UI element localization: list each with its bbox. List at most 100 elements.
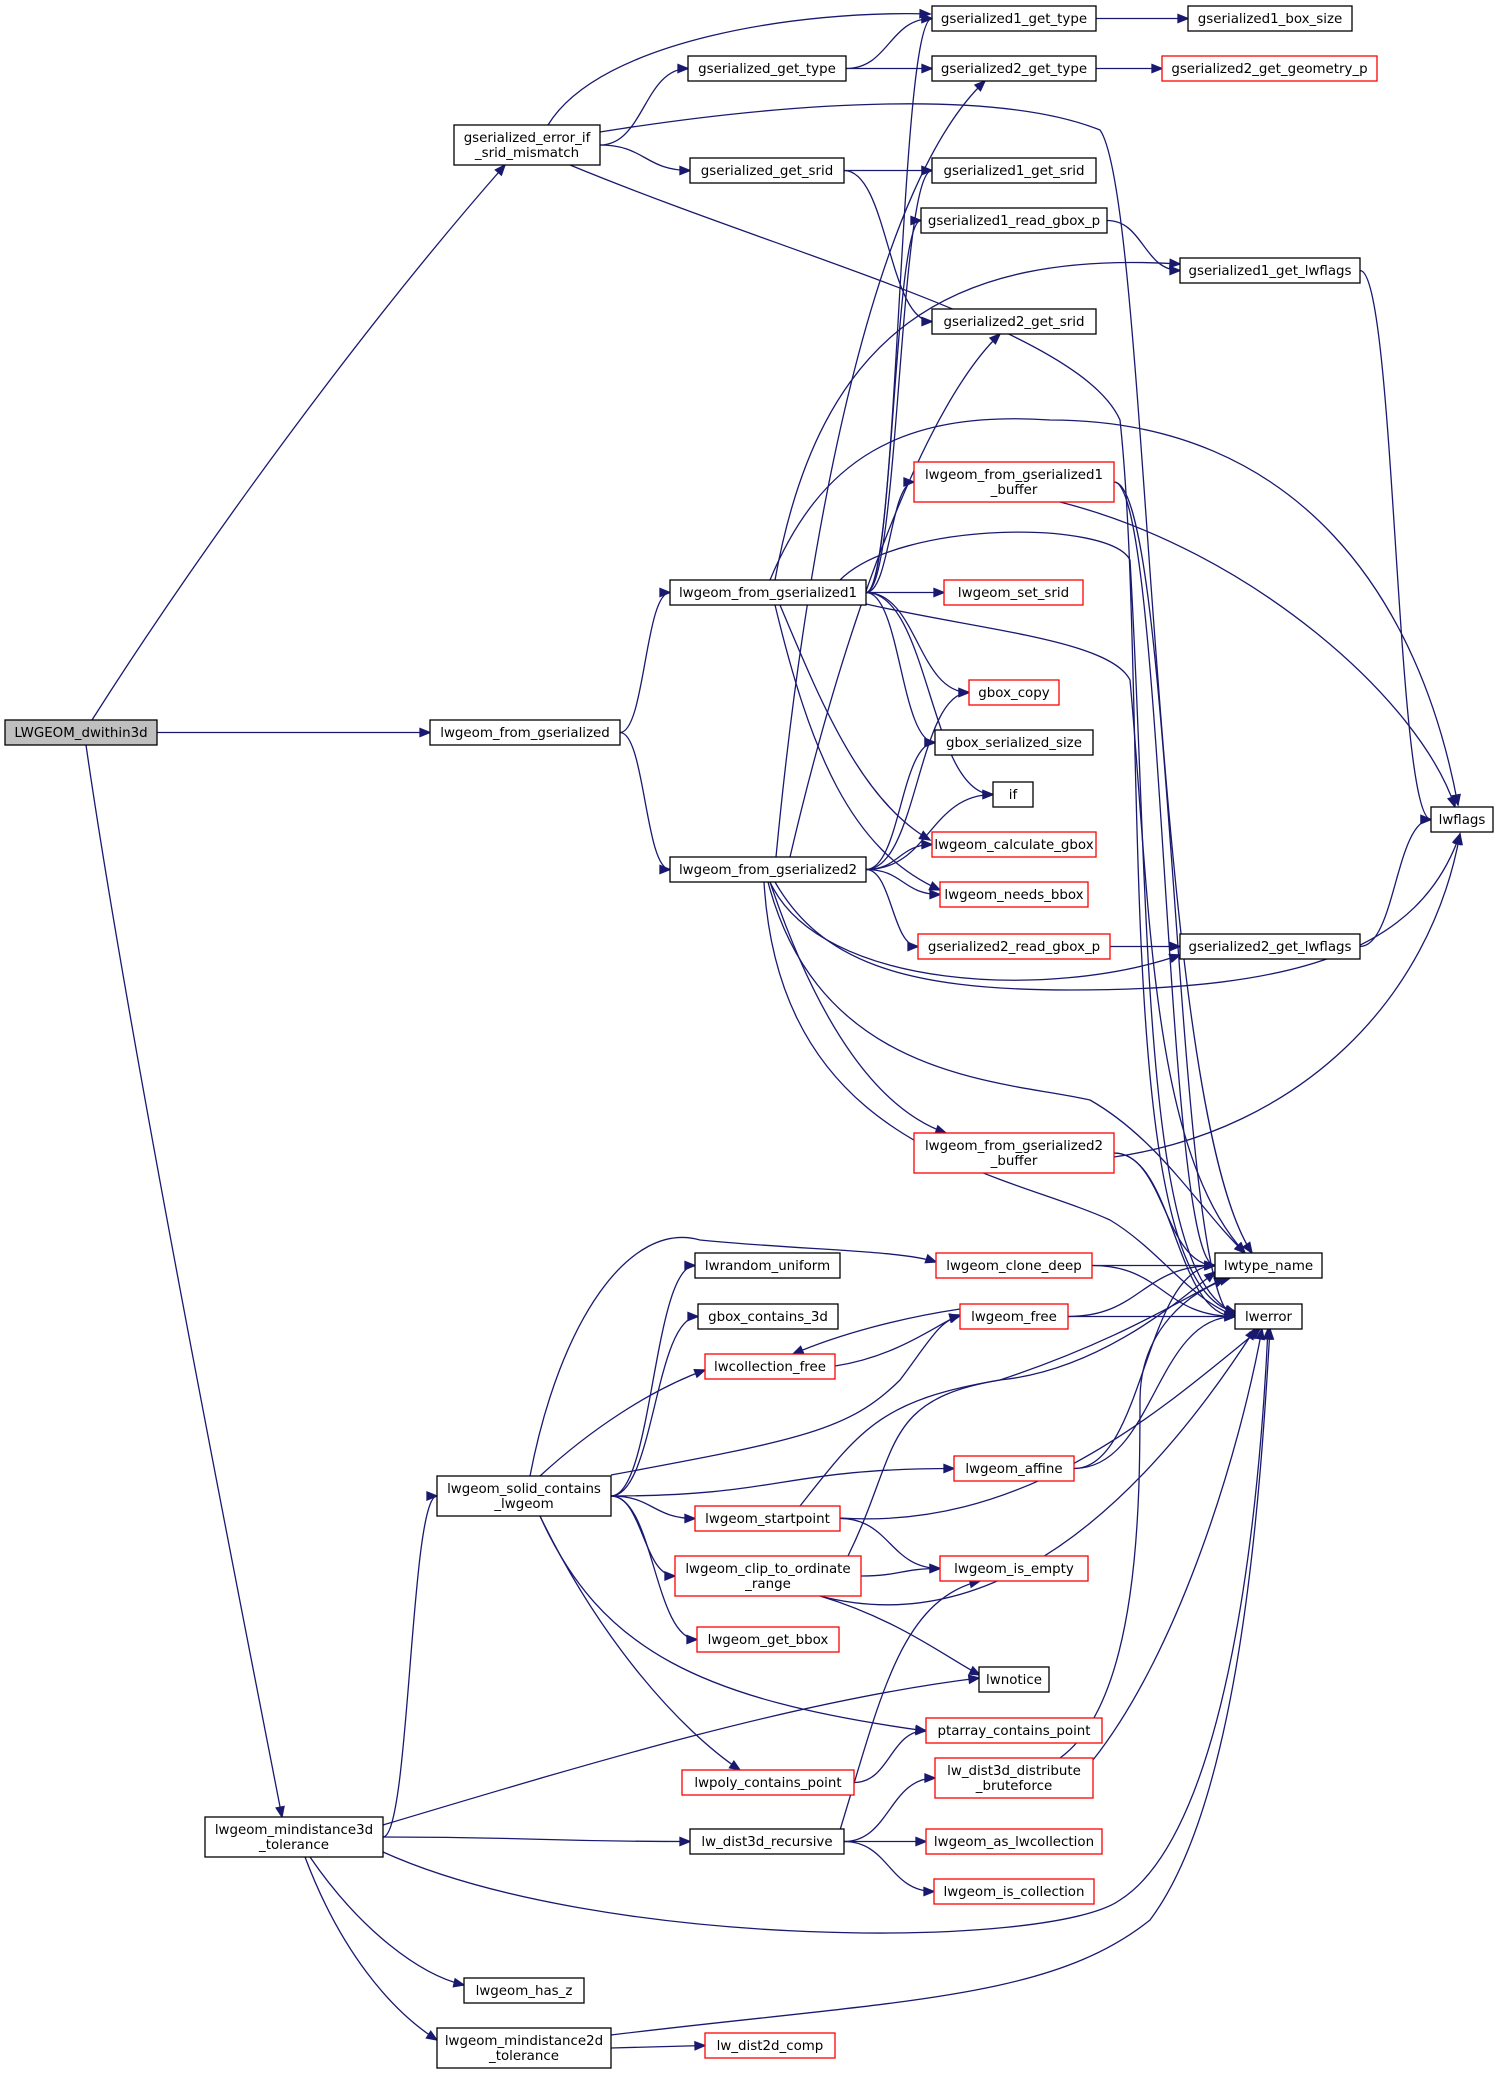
node-box[interactable] xyxy=(925,1717,1103,1744)
node-box[interactable] xyxy=(669,856,867,883)
node-gserialized2-get-srid[interactable]: gserialized2_get_srid xyxy=(931,308,1097,335)
node-lwpoly-contains-point[interactable]: lwpoly_contains_point xyxy=(681,1769,855,1796)
node-box[interactable] xyxy=(463,1977,585,2004)
node-lwgeom-has-z[interactable]: lwgeom_has_z xyxy=(463,1977,585,2004)
node-gserialized1-get-lwflags[interactable]: gserialized1_get_lwflags xyxy=(1179,257,1361,284)
node-lwgeom-from-gserialized1-buffer[interactable]: lwgeom_from_gserialized1_buffer xyxy=(913,461,1115,503)
node-lwgeom-mindistance2d-tolerance[interactable]: lwgeom_mindistance2d_tolerance xyxy=(436,2027,612,2069)
node-lwgeom-startpoint[interactable]: lwgeom_startpoint xyxy=(694,1505,841,1532)
node-box[interactable] xyxy=(925,1828,1103,1855)
node-gserialized2-get-geometry-p[interactable]: gserialized2_get_geometry_p xyxy=(1161,55,1378,82)
node-gserialized1-get-type[interactable]: gserialized1_get_type xyxy=(931,5,1097,32)
node-lwgeom-affine[interactable]: lwgeom_affine xyxy=(953,1455,1075,1482)
node-box[interactable] xyxy=(939,881,1089,908)
node-box[interactable] xyxy=(436,1475,612,1517)
node-box[interactable] xyxy=(920,207,1108,234)
node-gserialized2-read-gbox-p[interactable]: gserialized2_read_gbox_p xyxy=(917,933,1111,960)
node-lwerror[interactable]: lwerror xyxy=(1234,1303,1303,1330)
node-box[interactable] xyxy=(917,933,1111,960)
node-lwcollection-free[interactable]: lwcollection_free xyxy=(704,1353,836,1380)
node-lw-dist3d-distribute-bruteforce[interactable]: lw_dist3d_distribute_bruteforce xyxy=(934,1757,1094,1799)
node-box[interactable] xyxy=(669,579,867,606)
node-box[interactable] xyxy=(953,1455,1075,1482)
node-box[interactable] xyxy=(4,719,158,746)
node-box[interactable] xyxy=(959,1303,1069,1330)
node-box[interactable] xyxy=(696,1626,840,1653)
node-lwgeom-from-gserialized1[interactable]: lwgeom_from_gserialized1 xyxy=(669,579,867,606)
node-lwflags[interactable]: lwflags xyxy=(1430,806,1494,833)
node-box[interactable] xyxy=(934,729,1094,756)
node-box[interactable] xyxy=(992,781,1034,808)
node-box[interactable] xyxy=(1161,55,1378,82)
node-gserialized1-box-size[interactable]: gserialized1_box_size xyxy=(1187,5,1353,32)
node-box[interactable] xyxy=(681,1769,855,1796)
node-lwgeom-set-srid[interactable]: lwgeom_set_srid xyxy=(943,579,1084,606)
node-ptarray-contains-point[interactable]: ptarray_contains_point xyxy=(925,1717,1103,1744)
node-box[interactable] xyxy=(704,2032,836,2059)
node-box[interactable] xyxy=(935,1252,1093,1279)
node-box[interactable] xyxy=(931,308,1097,335)
node-box[interactable] xyxy=(1179,933,1361,960)
node-lwgeom-clone-deep[interactable]: lwgeom_clone_deep xyxy=(935,1252,1093,1279)
node-gserialized-get-srid[interactable]: gserialized_get_srid xyxy=(689,157,845,184)
node-box[interactable] xyxy=(939,1555,1089,1582)
node-box[interactable] xyxy=(978,1666,1050,1693)
node-box[interactable] xyxy=(943,579,1084,606)
node-box[interactable] xyxy=(204,1816,384,1858)
node-lwgeom-calculate-gbox[interactable]: lwgeom_calculate_gbox xyxy=(931,831,1097,858)
node-box[interactable] xyxy=(704,1353,836,1380)
node-gbox-copy[interactable]: gbox_copy xyxy=(968,679,1060,706)
node-if[interactable]: if xyxy=(992,781,1034,808)
node-box[interactable] xyxy=(968,679,1060,706)
node-lwgeom-is-empty[interactable]: lwgeom_is_empty xyxy=(939,1555,1089,1582)
node-box[interactable] xyxy=(931,5,1097,32)
node-box[interactable] xyxy=(1234,1303,1303,1330)
node-lwgeom-solid-contains-lwgeom[interactable]: lwgeom_solid_contains_lwgeom xyxy=(436,1475,612,1517)
node-gbox-serialized-size[interactable]: gbox_serialized_size xyxy=(934,729,1094,756)
node-box[interactable] xyxy=(931,831,1097,858)
node-gserialized1-get-srid[interactable]: gserialized1_get_srid xyxy=(931,157,1097,184)
node-box[interactable] xyxy=(689,157,845,184)
node-lwgeom-from-gserialized2-buffer[interactable]: lwgeom_from_gserialized2_buffer xyxy=(913,1132,1115,1174)
node-lwgeom-get-bbox[interactable]: lwgeom_get_bbox xyxy=(696,1626,840,1653)
node-lwnotice[interactable]: lwnotice xyxy=(978,1666,1050,1693)
node-lw-dist3d-recursive[interactable]: lw_dist3d_recursive xyxy=(689,1828,845,1855)
node-gbox-contains-3d[interactable]: gbox_contains_3d xyxy=(697,1303,839,1330)
node-box[interactable] xyxy=(689,1828,845,1855)
node-box[interactable] xyxy=(931,157,1097,184)
node-gserialized-get-type[interactable]: gserialized_get_type xyxy=(687,55,847,82)
node-box[interactable] xyxy=(1214,1252,1323,1279)
node-lw-dist2d-comp[interactable]: lw_dist2d_comp xyxy=(704,2032,836,2059)
node-gserialized2-get-type[interactable]: gserialized2_get_type xyxy=(931,55,1097,82)
node-box[interactable] xyxy=(429,719,621,746)
node-box[interactable] xyxy=(1430,806,1494,833)
node-box[interactable] xyxy=(913,461,1115,503)
node-lwgeom-dwithin3d[interactable]: LWGEOM_dwithin3d xyxy=(4,719,158,746)
node-box[interactable] xyxy=(913,1132,1115,1174)
node-lwgeom-from-gserialized2[interactable]: lwgeom_from_gserialized2 xyxy=(669,856,867,883)
node-box[interactable] xyxy=(694,1252,841,1279)
node-box[interactable] xyxy=(934,1757,1094,1799)
node-lwgeom-mindistance3d-tolerance[interactable]: lwgeom_mindistance3d_tolerance xyxy=(204,1816,384,1858)
node-box[interactable] xyxy=(697,1303,839,1330)
node-lwgeom-free[interactable]: lwgeom_free xyxy=(959,1303,1069,1330)
node-box[interactable] xyxy=(1179,257,1361,284)
node-box[interactable] xyxy=(436,2027,612,2069)
node-box[interactable] xyxy=(694,1505,841,1532)
node-gserialized-error-if-srid-mismatch[interactable]: gserialized_error_if_srid_mismatch xyxy=(453,124,601,166)
node-lwrandom-uniform[interactable]: lwrandom_uniform xyxy=(694,1252,841,1279)
node-box[interactable] xyxy=(687,55,847,82)
node-lwgeom-clip-to-ordinate-range[interactable]: lwgeom_clip_to_ordinate_range xyxy=(674,1555,862,1597)
node-box[interactable] xyxy=(933,1878,1095,1905)
node-lwgeom-needs-bbox[interactable]: lwgeom_needs_bbox xyxy=(939,881,1089,908)
node-gserialized1-read-gbox-p[interactable]: gserialized1_read_gbox_p xyxy=(920,207,1108,234)
node-box[interactable] xyxy=(931,55,1097,82)
node-lwgeom-is-collection[interactable]: lwgeom_is_collection xyxy=(933,1878,1095,1905)
node-lwtype-name[interactable]: lwtype_name xyxy=(1214,1252,1323,1279)
node-gserialized2-get-lwflags[interactable]: gserialized2_get_lwflags xyxy=(1179,933,1361,960)
node-box[interactable] xyxy=(674,1555,862,1597)
node-box[interactable] xyxy=(1187,5,1353,32)
node-box[interactable] xyxy=(453,124,601,166)
node-lwgeom-as-lwcollection[interactable]: lwgeom_as_lwcollection xyxy=(925,1828,1103,1855)
node-lwgeom-from-gserialized[interactable]: lwgeom_from_gserialized xyxy=(429,719,621,746)
